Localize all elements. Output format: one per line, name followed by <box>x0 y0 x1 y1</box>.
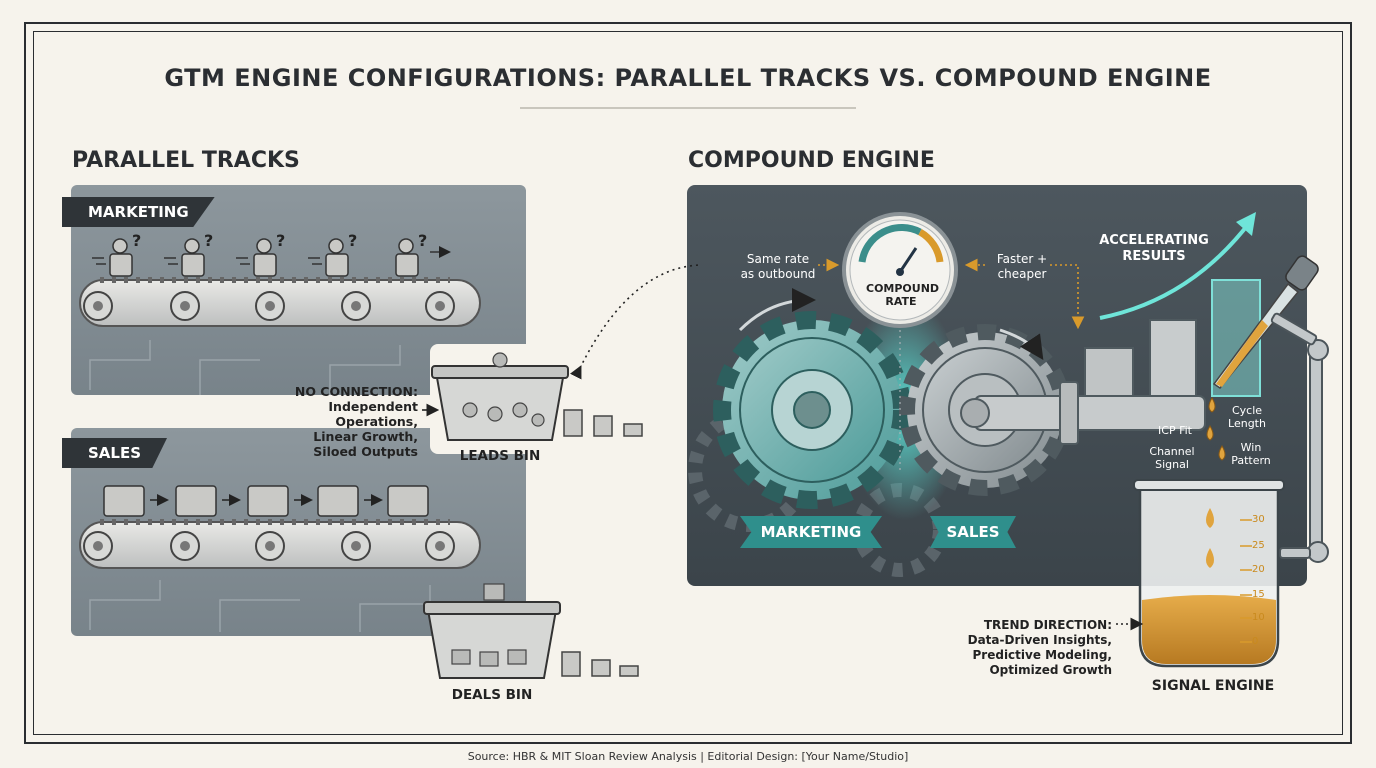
same-rate-note: Same rate as outbound <box>720 252 836 282</box>
no-connection-label: NO CONNECTION: Independent Operations, L… <box>262 384 418 459</box>
same-rate-line: as outbound <box>740 267 816 281</box>
accelerating-line: ACCELERATING <box>1099 233 1209 248</box>
faster-cheaper-line: cheaper <box>997 267 1047 281</box>
marketing-tag: MARKETING <box>62 197 215 227</box>
no-connection-line: Linear Growth, <box>313 429 418 444</box>
cycle-length-label: Cycle Length <box>1222 404 1272 430</box>
faster-cheaper-line: Faster + <box>996 252 1048 266</box>
rotation-arrows <box>738 288 1044 360</box>
no-connection-line: Independent Operations, <box>328 399 418 429</box>
beaker-tick-label: 15 <box>1252 589 1265 600</box>
beaker-tick-label: 30 <box>1252 514 1265 525</box>
icp-fit-label: ICP Fit <box>1158 424 1192 437</box>
leads-bin-label: LEADS BIN <box>459 448 541 464</box>
sales-circuit-lines <box>89 580 431 632</box>
signal-drops <box>1206 397 1226 461</box>
channel-signal-line: Channel <box>1149 445 1195 458</box>
gauge-label: COMPOUND RATE <box>866 282 940 308</box>
channel-signal-label: Channel Signal <box>1142 445 1202 471</box>
accelerating-arrowhead <box>1236 212 1256 236</box>
trend-direction-title: TREND DIRECTION: <box>983 618 1112 632</box>
lab-stand <box>1270 312 1329 563</box>
page-title: GTM ENGINE CONFIGURATIONS: PARALLEL TRAC… <box>164 64 1212 92</box>
svg-text:?: ? <box>204 231 213 250</box>
parallel-tracks-heading: PARALLEL TRACKS <box>72 148 300 173</box>
accelerating-arrow <box>1099 220 1252 320</box>
svg-text:?: ? <box>132 231 141 250</box>
no-connection-line: Siloed Outputs <box>313 444 418 459</box>
leads-bin-icon <box>431 352 643 441</box>
beaker-tick-label: 25 <box>1252 540 1265 551</box>
win-pattern-label: Win Pattern <box>1226 441 1276 467</box>
svg-text:?: ? <box>276 231 285 250</box>
lead-figures-icon <box>109 238 419 277</box>
faster-cheaper-note: Faster + cheaper <box>982 252 1062 282</box>
same-rate-line: Same rate <box>746 252 810 266</box>
marketing-ribbon: MARKETING <box>740 516 882 548</box>
connection-dotted-arrow <box>569 264 701 380</box>
signal-engine-label: SIGNAL ENGINE <box>1151 678 1275 694</box>
marketing-circuit-lines <box>89 340 401 395</box>
trend-direction-line: Optimized Growth <box>989 663 1112 677</box>
gauge-label-line: RATE <box>885 295 917 308</box>
no-connection-title: NO CONNECTION: <box>294 384 418 399</box>
win-pattern-line: Pattern <box>1231 454 1271 467</box>
beaker-tick-label: 0 <box>1252 636 1259 647</box>
deals-bin-icon <box>423 583 639 679</box>
svg-text:?: ? <box>418 231 427 250</box>
trend-direction-line: Data-Driven Insights, <box>967 633 1112 647</box>
accelerating-line: RESULTS <box>1122 249 1186 264</box>
deal-briefcase-icon <box>103 485 429 517</box>
motion-lines <box>92 246 451 265</box>
channel-signal-line: Signal <box>1155 458 1189 471</box>
source-credit: Source: HBR & MIT Sloan Review Analysis … <box>467 750 909 763</box>
outer-frame <box>24 22 1352 744</box>
compound-rate-gauge <box>842 212 958 328</box>
compound-engine-heading: COMPOUND ENGINE <box>688 148 935 173</box>
trend-direction-line: Predictive Modeling, <box>972 648 1113 662</box>
beaker-tick-label: 10 <box>1252 612 1265 623</box>
beaker-tick-label: 20 <box>1252 564 1265 575</box>
cycle-length-line: Cycle <box>1231 404 1263 417</box>
inner-frame <box>33 31 1343 735</box>
title-divider <box>520 107 856 109</box>
sales-conveyor <box>79 519 481 569</box>
deals-bin-label: DEALS BIN <box>451 687 533 703</box>
cycle-length-line: Length <box>1228 417 1266 430</box>
signal-beaker-icon <box>1133 479 1285 668</box>
gauge-label-line: COMPOUND <box>866 282 940 295</box>
accelerating-results-label: ACCELERATING RESULTS <box>1092 233 1216 265</box>
marketing-gear-icon <box>713 311 911 509</box>
sales-ribbon: SALES <box>930 516 1016 548</box>
trend-direction-label: TREND DIRECTION: Data-Driven Insights, P… <box>960 618 1112 678</box>
question-mark-icon: ????? <box>132 231 427 250</box>
sales-tag: SALES <box>62 438 168 468</box>
dropper-icon <box>1212 255 1319 390</box>
svg-text:?: ? <box>348 231 357 250</box>
win-pattern-line: Win <box>1240 441 1262 454</box>
marketing-conveyor <box>79 277 481 327</box>
results-bar-chart <box>1084 279 1261 397</box>
